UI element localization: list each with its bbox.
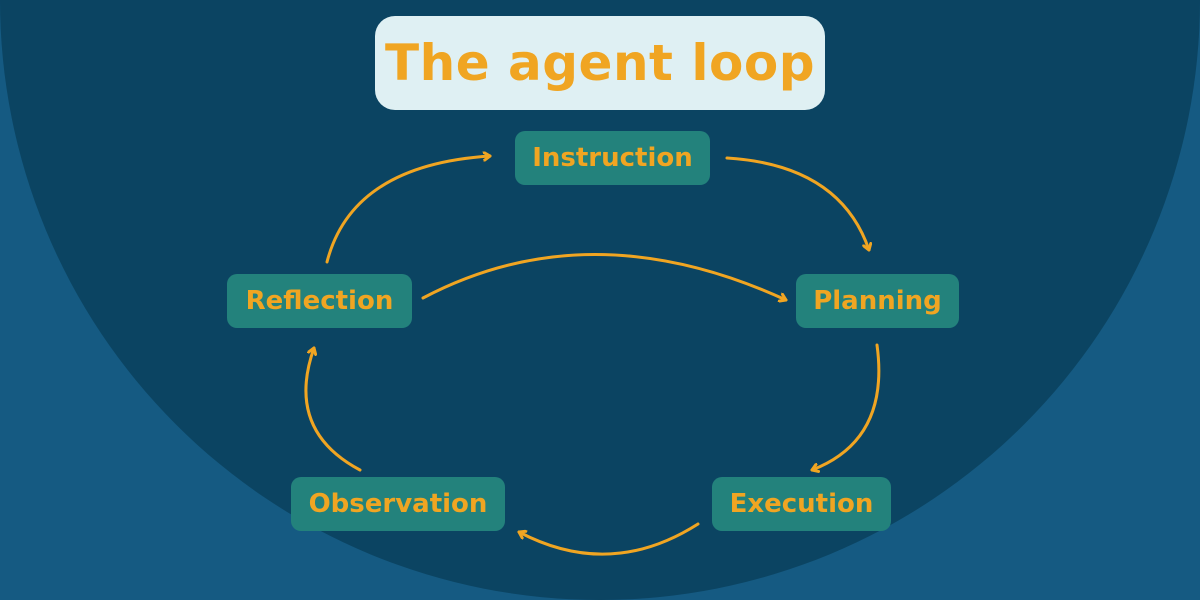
node-observation: Observation [291, 477, 505, 531]
node-reflection: Reflection [227, 274, 412, 328]
node-label-execution: Execution [729, 489, 874, 519]
page-title: The agent loop [385, 34, 815, 92]
node-execution: Execution [712, 477, 891, 531]
node-label-instruction: Instruction [532, 143, 693, 173]
title-box: The agent loop [375, 16, 825, 110]
arrow-reflection-to-planning [421, 253, 788, 300]
arrow-planning-to-execution [810, 343, 881, 470]
arrow-reflection-to-instruction [325, 156, 492, 264]
arrow-instruction-to-planning [725, 156, 869, 252]
node-label-observation: Observation [308, 489, 488, 519]
node-planning: Planning [796, 274, 959, 328]
node-label-reflection: Reflection [245, 286, 394, 316]
arrow-observation-to-reflection [304, 346, 362, 472]
arrow-execution-to-observation [517, 522, 700, 556]
node-instruction: Instruction [515, 131, 710, 185]
node-label-planning: Planning [813, 286, 942, 316]
